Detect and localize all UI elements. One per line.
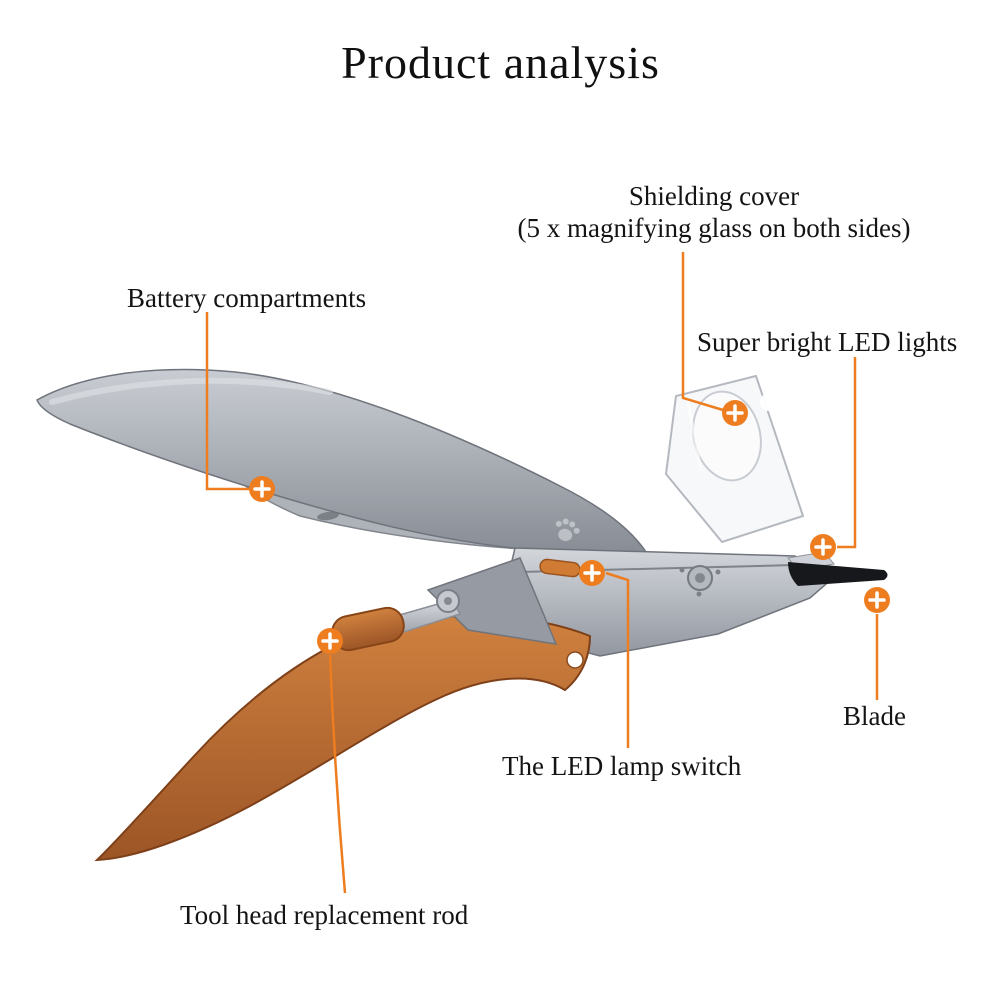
led-light-glow — [760, 393, 778, 411]
body-screw-center — [695, 573, 705, 583]
label-shielding-cover-line1: Shielding cover — [628, 181, 800, 211]
handle-hole — [566, 651, 584, 669]
lower-handle-shape — [94, 614, 592, 862]
rear-arm-shape — [426, 557, 558, 645]
plus-markers — [249, 400, 890, 654]
leader-line-led — [837, 357, 857, 549]
plus-marker-shielding-cover-icon — [722, 400, 748, 426]
upper-handle-highlight — [49, 377, 333, 405]
label-super-bright-led: Super bright LED lights — [697, 327, 958, 357]
upper-handle-shape — [36, 368, 648, 557]
plus-marker-led-icon — [810, 534, 836, 560]
label-battery-compartments: Battery compartments — [127, 283, 367, 313]
plus-marker-rod-icon — [317, 628, 343, 654]
label-shielding-cover-line2: (5 x magnifying glass on both sides) — [517, 213, 911, 243]
body-dot-2 — [715, 569, 721, 575]
plus-marker-switch-icon — [579, 560, 605, 586]
page-title: Product analysis — [341, 37, 660, 88]
leader-line-switch — [605, 571, 630, 748]
battery-slot-shape — [317, 511, 339, 521]
label-shielding-cover: Shielding cover (5 x magnifying glass on… — [518, 180, 911, 244]
paw-print-icon — [555, 518, 580, 541]
label-led-lamp-switch: The LED lamp switch — [502, 751, 742, 781]
plus-marker-blade-icon — [864, 587, 890, 613]
plus-marker-battery-icon — [249, 476, 275, 502]
lens-highlight — [686, 400, 703, 472]
leader-line-shielding-cover — [681, 252, 724, 412]
body-dot-1 — [679, 567, 685, 573]
leader-line-battery — [205, 312, 249, 491]
label-tool-head-rod: Tool head replacement rod — [180, 900, 469, 930]
shielding-cover-shape — [664, 374, 805, 544]
leader-line-rod — [328, 654, 347, 894]
pivot-screw-center — [444, 597, 452, 605]
body-dot-3 — [696, 591, 702, 597]
blade-shape — [788, 562, 888, 586]
label-blade: Blade — [843, 701, 906, 731]
